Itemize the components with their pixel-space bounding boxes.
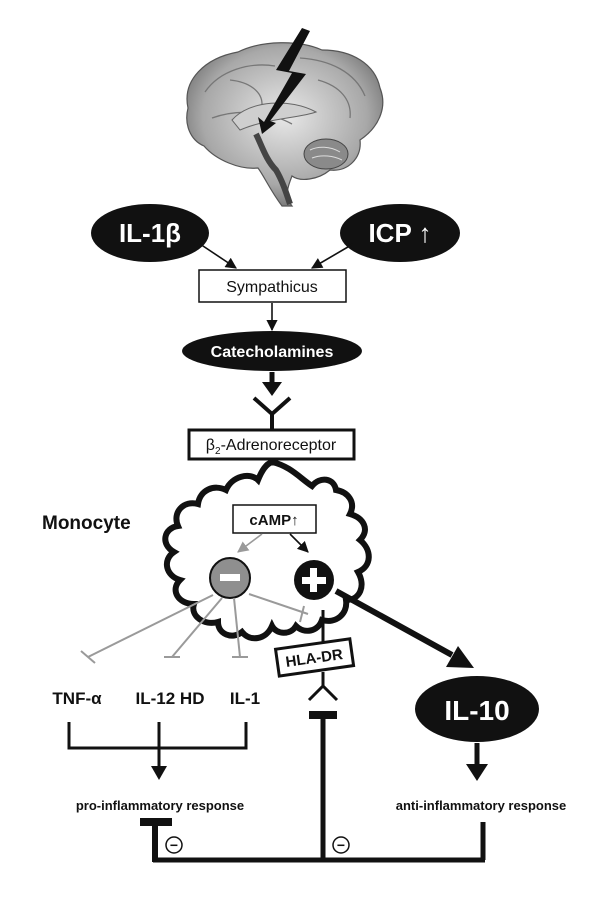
monocyte-cell [162, 458, 372, 642]
sympathicus-label: Sympathicus [226, 279, 318, 296]
arrowhead-anti [466, 764, 488, 781]
feedback-minus-mid [332, 836, 350, 854]
arrow-il1b-sympathicus [199, 243, 237, 269]
icp-label: ICP ↑ [368, 218, 431, 248]
lightning-bolt-icon [258, 28, 310, 134]
b2-rest: -Adrenoreceptor [221, 437, 337, 454]
feedback-minus-left [165, 836, 183, 854]
feedback-minus-mid-sign: − [337, 837, 345, 853]
hladr-box [273, 637, 356, 678]
arrow-plus-il10 [334, 588, 454, 658]
b2-beta: β [206, 437, 215, 454]
hladr-receptor-y [307, 683, 339, 702]
b2-adrenoreceptor-box [187, 428, 356, 461]
arrowhead-il10 [446, 646, 474, 668]
arrowhead-pro [151, 766, 167, 780]
minus-sign-bar [220, 574, 240, 581]
arrow-icp-sympathicus [311, 243, 354, 269]
feedback-loop [140, 711, 486, 863]
il1b-label: IL-1β [119, 218, 181, 248]
pro-inflammatory-label: pro-inflammatory response [76, 798, 244, 813]
b2-subscript: 2 [215, 446, 221, 457]
camp-box [232, 504, 317, 534]
catecholamines-label: Catecholamines [211, 344, 334, 361]
anti-inflammatory-label: anti-inflammatory response [396, 798, 567, 813]
feedback-minus-left-sign: − [170, 837, 178, 853]
tnf-label: TNF-α [52, 689, 102, 708]
arrow-camp-minus [237, 533, 263, 553]
plus-sign-vertical [310, 568, 317, 592]
il12-label: IL-12 HD [136, 689, 205, 708]
arrow-camp-plus [289, 533, 309, 553]
b2-adrenoreceptor-label: β2-Adrenoreceptor [206, 437, 337, 457]
brain-sagittal-icon [186, 42, 384, 207]
arrowhead-catecholamines [262, 382, 282, 396]
catecholamines-node [182, 331, 362, 371]
il10-label: IL-10 [444, 695, 509, 726]
il1b-node [91, 204, 209, 262]
receptor-y-symbol [252, 396, 292, 417]
icp-node [340, 204, 460, 262]
il10-node [415, 676, 539, 742]
sympathicus-box [198, 269, 347, 303]
monocyte-label: Monocyte [42, 513, 131, 534]
inhibition-lines [80, 593, 309, 664]
il1-label: IL-1 [230, 689, 260, 708]
camp-label: cAMP↑ [249, 512, 298, 529]
